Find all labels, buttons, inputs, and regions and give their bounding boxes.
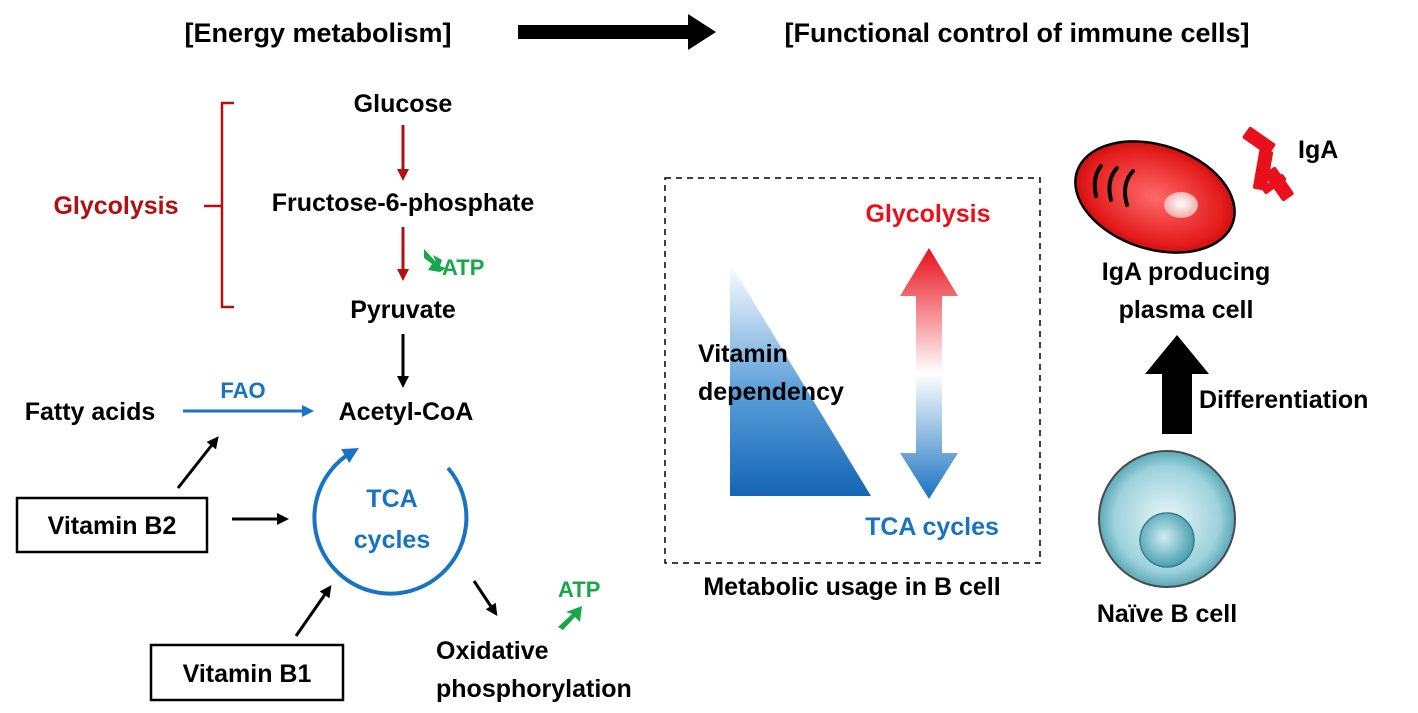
pyruvate-label: Pyruvate [350, 296, 456, 324]
plasma-cell [1074, 140, 1236, 254]
tca-to-oxphos-arrow [472, 580, 498, 616]
header-arrow [518, 14, 716, 50]
acetyl-coa-label: Acetyl-CoA [339, 398, 474, 426]
tca-cycle-ring [312, 447, 469, 596]
vitamin-b1-to-tca-arrow [294, 585, 332, 637]
tca-label-line2: cycles [354, 526, 430, 554]
vitamin-dependency-line2: dependency [698, 378, 844, 406]
atp-glycolysis-label: ATP [442, 255, 484, 280]
plasma-cell-label-line1: IgA producing [1102, 258, 1271, 286]
f6p-label: Fructose-6-phosphate [272, 189, 535, 217]
glycolysis-bracket [204, 101, 234, 309]
tca-bottom-label: TCA cycles [865, 513, 999, 541]
oxphos-label-line2: phosphorylation [436, 675, 632, 703]
oxphos-label-line1: Oxidative [436, 637, 549, 665]
tca-label-line1: TCA [366, 485, 417, 513]
fao-label: FAO [220, 378, 265, 403]
metabolic-usage-caption: Metabolic usage in B cell [703, 573, 1000, 601]
differentiation-arrow [1145, 335, 1209, 434]
vitamin-b1-label: Vitamin B1 [183, 660, 312, 688]
plasma-cell-nucleus [1164, 192, 1198, 218]
glucose-label: Glucose [354, 90, 453, 118]
differentiation-label: Differentiation [1199, 386, 1368, 414]
atp-oxphos-label: ATP [558, 577, 600, 602]
header-energy-metabolism: [Energy metabolism] [184, 18, 451, 48]
naive-b-cell-nucleus [1139, 512, 1195, 568]
iga-antibody-icon [1242, 126, 1294, 202]
glycolysis-label: Glycolysis [53, 192, 178, 220]
glycolysis-tca-double-arrow [900, 248, 958, 499]
vitamin-b2-label: Vitamin B2 [48, 512, 177, 540]
vitamin-b2-box [15, 496, 209, 554]
fatty-acids-label: Fatty acids [25, 398, 156, 426]
header-functional-control: [Functional control of immune cells] [784, 18, 1249, 48]
plasma-cell-label-line2: plasma cell [1119, 296, 1254, 324]
glycolysis-top-label: Glycolysis [865, 200, 990, 228]
vitamin-dependency-line1: Vitamin [698, 340, 788, 368]
vitamin-dependency-triangle [730, 263, 871, 496]
atp-oxphos-arrow [558, 606, 582, 630]
naive-b-cell-label: Naïve B cell [1097, 600, 1237, 628]
atp-glycolysis-arrow [424, 249, 446, 272]
vitamin-b2-to-fao-arrow [176, 436, 219, 489]
metabolic-usage-frame [664, 177, 1041, 564]
iga-label: IgA [1298, 136, 1338, 164]
plasma-cell-er-lines [1092, 164, 1135, 207]
vitamin-b1-box [149, 643, 345, 702]
